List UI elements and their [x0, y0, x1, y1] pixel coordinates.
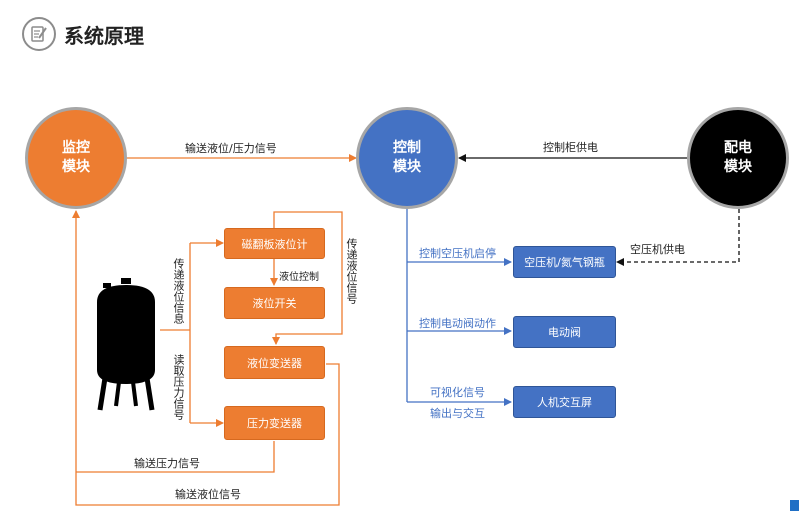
line-magnetic-to-leveltx: [272, 211, 343, 345]
pressure-transmitter-box: 压力变送器: [224, 406, 325, 440]
label-level-control: 液位控制: [279, 272, 319, 283]
label-visual-signal-2: 输出与交互: [430, 407, 485, 420]
label-send-level-signal: 输送液位信号: [175, 488, 241, 501]
label-compressor-power: 空压机供电: [630, 243, 685, 256]
control-module-line1: 控制: [393, 140, 421, 156]
label-cabinet-power: 控制柜供电: [543, 141, 598, 154]
monitor-module-line2: 模块: [62, 159, 90, 175]
line-pressure-to-monitor: [76, 441, 275, 473]
monitor-module-line1: 监控: [62, 140, 90, 156]
label-send-pressure-signal: 输送压力信号: [134, 457, 200, 470]
notebook-pencil-icon: [22, 17, 56, 51]
page-title: 系统原理: [64, 23, 144, 48]
control-module: 控制 模块: [356, 107, 458, 209]
label-control-compressor: 控制空压机启停: [419, 247, 496, 260]
magnetic-level-gauge-box: 磁翻板液位计: [224, 228, 325, 259]
label-transfer-level-info: 传递液位信息: [172, 258, 185, 324]
level-switch-box: 液位开关: [224, 287, 325, 319]
label-transfer-level-signal: 传递液位信号: [345, 238, 358, 304]
electric-valve-box: 电动阀: [513, 316, 616, 348]
label-control-valve: 控制电动阀动作: [419, 317, 496, 330]
power-module: 配电 模块: [687, 107, 789, 209]
water-tank-icon: [93, 278, 159, 412]
line-level-to-monitor: [72, 210, 340, 506]
power-module-line2: 模块: [724, 159, 752, 175]
monitor-module: 监控 模块: [25, 107, 127, 209]
hmi-box: 人机交互屏: [513, 386, 616, 418]
compressor-box: 空压机/氮气钢瓶: [513, 246, 616, 278]
label-send-level-pressure: 输送液位/压力信号: [185, 142, 277, 155]
level-transmitter-box: 液位变送器: [224, 346, 325, 379]
page-header: 系统原理: [22, 14, 144, 54]
control-module-line2: 模块: [393, 159, 421, 175]
label-read-pressure-info: 读取压力信号: [172, 354, 185, 420]
power-module-line1: 配电: [724, 140, 752, 156]
corner-mark: [790, 500, 799, 511]
label-visual-signal-1: 可视化信号: [430, 386, 485, 399]
line-power-to-compressor: [616, 209, 740, 266]
